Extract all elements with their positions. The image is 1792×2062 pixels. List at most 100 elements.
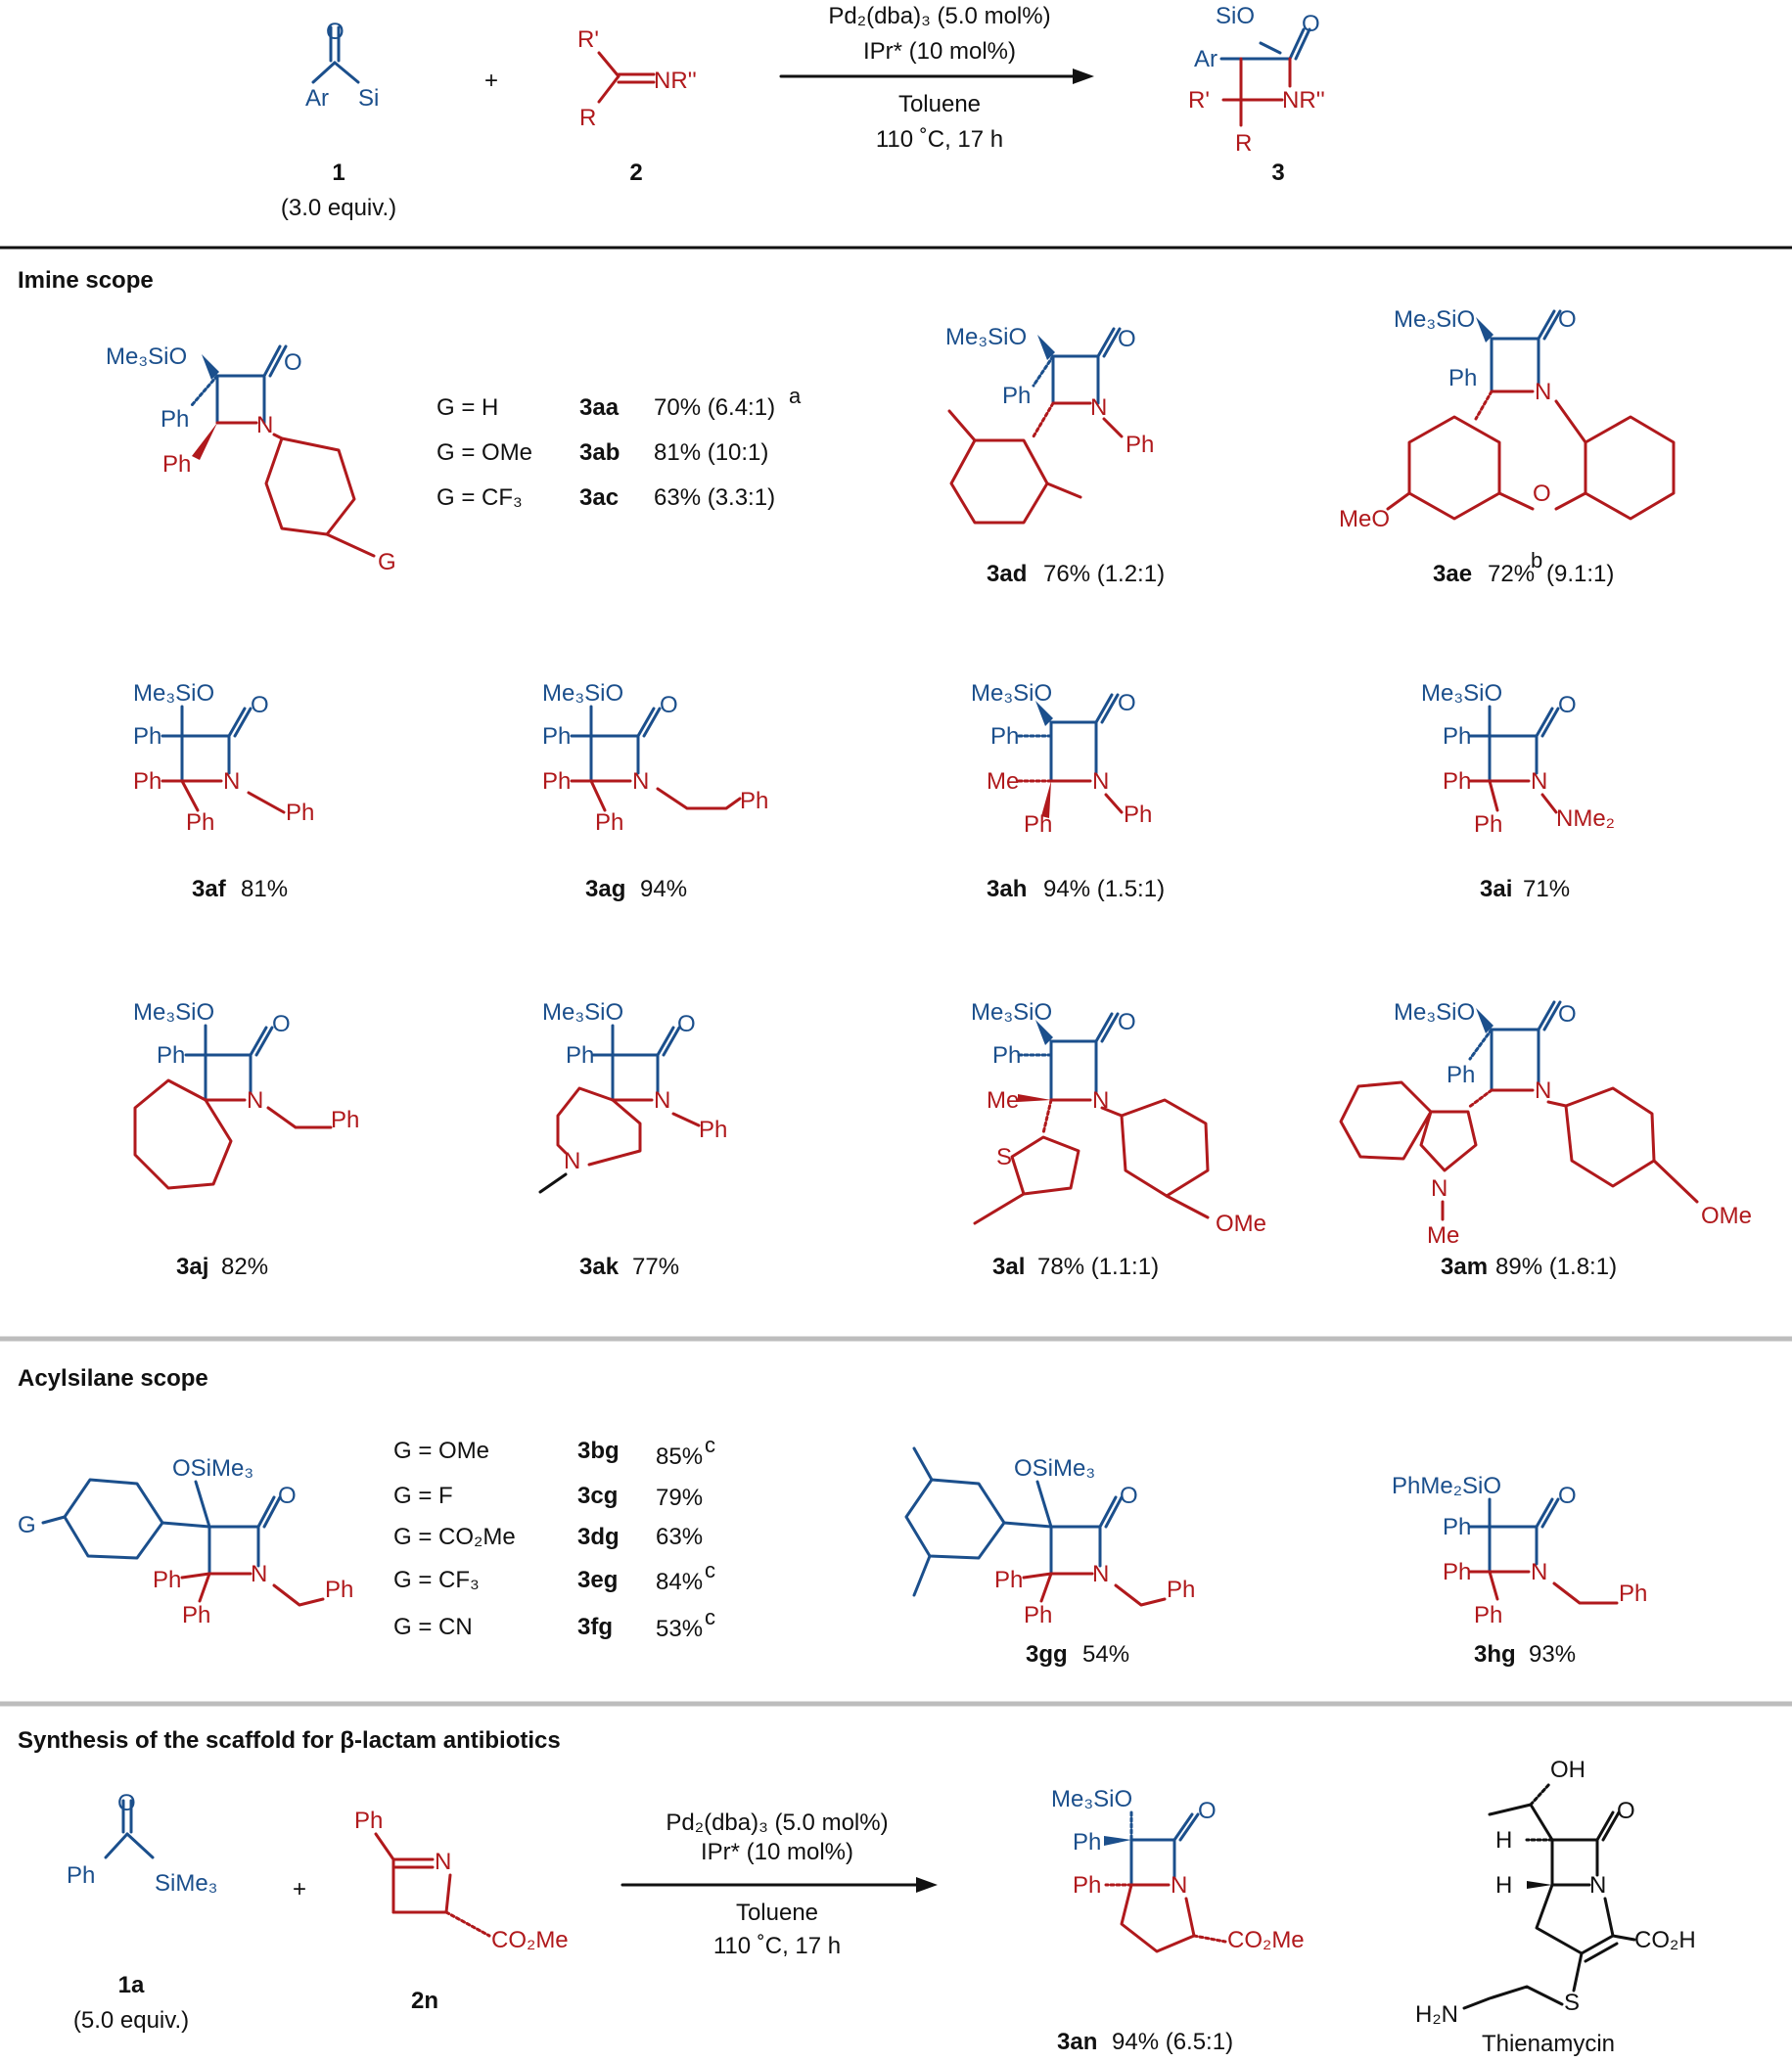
label-ph: Ph <box>542 768 571 795</box>
compound-id-1: 1 <box>332 160 345 186</box>
compound-id-3hg: 3hg <box>1474 1641 1516 1668</box>
label-ome: OMe <box>1701 1203 1752 1229</box>
yield: 53% <box>656 1616 703 1642</box>
label-me3sio: Me₃SiO <box>542 999 623 1026</box>
label-ph: Ph <box>161 406 189 433</box>
compound-id-3ak: 3ak <box>579 1254 620 1280</box>
label-ph: Ph <box>994 1567 1023 1593</box>
label-ph: Ph <box>186 809 214 836</box>
label-nr: NR'' <box>1282 87 1325 114</box>
label-3am: 3am 89% (1.8:1) <box>1441 1254 1617 1280</box>
label-o: O <box>251 692 269 718</box>
label-n: N <box>1431 1175 1447 1202</box>
plus-sign: + <box>293 1876 306 1902</box>
label-o: O <box>1558 692 1577 718</box>
label-3al: 3al 78% (1.1:1) <box>992 1254 1159 1280</box>
yield-3hg: 93% <box>1529 1641 1576 1668</box>
structure-3am: Me₃SiO O Ph N N Me OMe <box>1339 999 1752 1249</box>
yield: 85% <box>656 1443 703 1470</box>
yield-3af: 81% <box>241 876 288 902</box>
structure-3aj: Me₃SiO O Ph N Ph <box>133 999 359 1190</box>
label-3af: 3af 81% <box>192 876 288 902</box>
structure-3ak: Me₃SiO O Ph N N Ph <box>538 999 727 1194</box>
label-o: O <box>278 1483 297 1509</box>
label-si: Si <box>358 85 379 112</box>
condition-temperature: 110 ˚C, 17 h <box>876 126 1003 153</box>
label-n: N <box>251 1561 267 1587</box>
label-n: N <box>256 412 273 438</box>
label-n: N <box>1531 1559 1547 1585</box>
label-ph: Ph <box>699 1117 727 1143</box>
label-ph: Ph <box>990 723 1019 750</box>
label-sime3: SiMe₃ <box>155 1870 217 1897</box>
dr-3ae: (9.1:1) <box>1546 561 1614 587</box>
label-ph: Ph <box>157 1042 185 1069</box>
label-ph: Ph <box>1448 365 1477 391</box>
label-n: N <box>1092 1087 1109 1114</box>
yield: 79% <box>656 1485 703 1511</box>
compound-id-3ah: 3ah <box>987 876 1027 902</box>
condition-ligand: IPr* (10 mol%) <box>863 38 1016 65</box>
g-value: G = H <box>437 394 498 421</box>
label-3aj: 3aj 82% <box>176 1254 268 1280</box>
label-o: O <box>1118 690 1136 716</box>
compound-id: 3bg <box>577 1438 620 1464</box>
label-o: O <box>1118 326 1136 352</box>
label-ph: Ph <box>1447 1062 1475 1088</box>
label-me3sio: Me₃SiO <box>971 680 1052 707</box>
label-ph: Ph <box>1124 802 1152 828</box>
label-o: O <box>1198 1798 1217 1824</box>
label-n: N <box>1092 768 1109 795</box>
label-ph: Ph <box>133 768 161 795</box>
label-ph: Ph <box>1167 1577 1195 1603</box>
product-3-general: SiO O Ar R' NR'' R 3 <box>1188 3 1325 186</box>
g-value: G = OMe <box>393 1438 489 1464</box>
compound-id-1a: 1a <box>118 1972 145 1998</box>
g-value: G = CN <box>393 1614 473 1640</box>
compound-id-3af: 3af <box>192 876 227 902</box>
label-me3sio: Me₃SiO <box>971 999 1052 1026</box>
yield-3an: 94% (6.5:1) <box>1112 2029 1233 2055</box>
footnote: c <box>705 1605 715 1629</box>
section-title-acylsilane: Acylsilane scope <box>18 1365 208 1392</box>
label-h: H <box>1495 1827 1512 1854</box>
label-3ag: 3ag 94% <box>585 876 687 902</box>
condition-catalyst: Pd₂(dba)₃ (5.0 mol%) <box>666 1810 888 1836</box>
label-n: N <box>1535 1077 1551 1104</box>
compound-id-3an: 3an <box>1057 2029 1097 2055</box>
reagent-2n: Ph N CO₂Me 2n <box>354 1808 569 2014</box>
label-ph: Ph <box>1443 768 1471 795</box>
label-n: N <box>1090 394 1107 421</box>
reagent-1-acylsilane: O Ar Si 1 (3.0 equiv.) <box>281 19 396 221</box>
synthesis-arrow: Pd₂(dba)₃ (5.0 mol%) IPr* (10 mol%) Tolu… <box>620 1810 938 1959</box>
condition-temperature: 110 ˚C, 17 h <box>713 1933 841 1959</box>
label-ph: Ph <box>1443 723 1471 750</box>
label-me3sio: Me₃SiO <box>945 324 1027 350</box>
equiv-1a: (5.0 equiv.) <box>73 2007 189 2034</box>
label-co2me: CO₂Me <box>1227 1927 1305 1953</box>
label-ome: OMe <box>1216 1211 1266 1237</box>
label-ph: Ph <box>1443 1559 1471 1585</box>
footnote: c <box>705 1433 715 1457</box>
yield-3ag: 94% <box>640 876 687 902</box>
label-oh: OH <box>1550 1757 1585 1783</box>
yield-3ai: 71% <box>1523 876 1570 902</box>
label-ph: Ph <box>325 1577 353 1603</box>
label-me: Me <box>987 1087 1019 1114</box>
yield-3al: 78% (1.1:1) <box>1037 1254 1159 1280</box>
table-3bg-3fg: G = OMe 3bg 85% c G = F 3cg 79% G = CO₂M… <box>393 1433 715 1642</box>
compound-id: 3ab <box>579 439 620 466</box>
label-h2n: H₂N <box>1415 2001 1458 2028</box>
section-title-synthesis: Synthesis of the scaffold for β-lactam a… <box>18 1727 561 1754</box>
label-n: N <box>654 1087 670 1114</box>
footnote: c <box>705 1558 715 1582</box>
compound-id-3ai: 3ai <box>1480 876 1512 902</box>
yield: 84% <box>656 1569 703 1595</box>
label-co2h: CO₂H <box>1634 1927 1696 1953</box>
yield-3gg: 54% <box>1082 1641 1129 1668</box>
compound-id-3al: 3al <box>992 1254 1025 1280</box>
label-me3sio: Me₃SiO <box>106 344 187 370</box>
compound-id-2n: 2n <box>411 1988 438 2014</box>
